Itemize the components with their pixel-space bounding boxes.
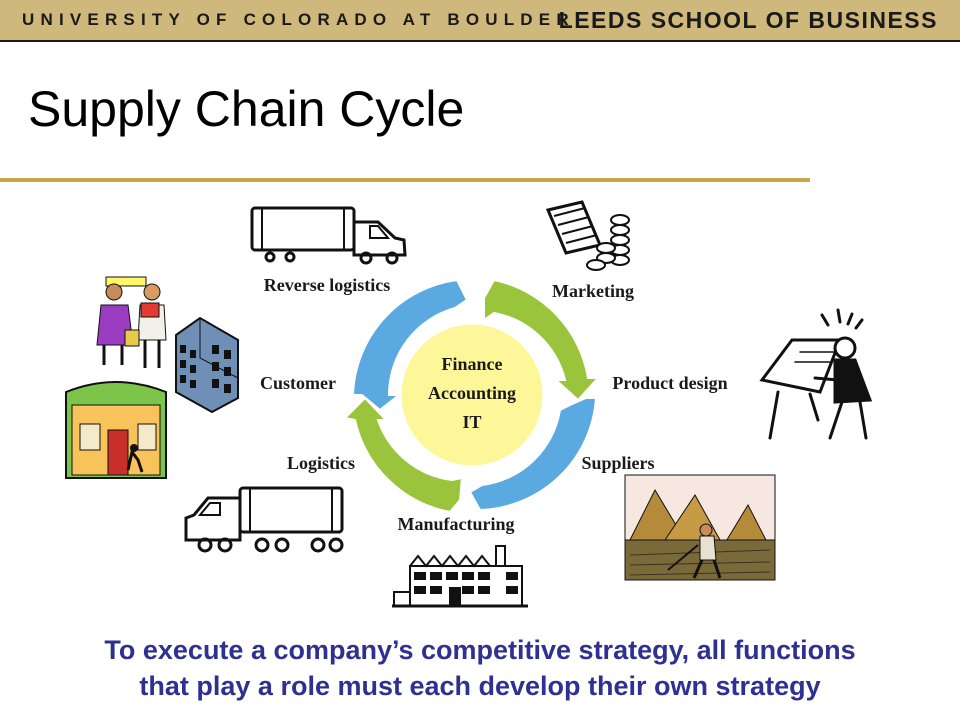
slide-title: Supply Chain Cycle	[28, 81, 465, 137]
label-product-design: Product design	[612, 373, 727, 393]
reverse-logistics-truck-icon	[250, 206, 407, 265]
money-icon	[545, 200, 630, 271]
cycle-arrow-bottom-left	[342, 396, 464, 514]
university-name: UNIVERSITY OF COLORADO AT BOULDER	[22, 10, 575, 29]
center-line-it: IT	[462, 412, 481, 432]
farmer-icon	[624, 474, 776, 581]
school-name: LEEDS SCHOOL OF BUSINESS	[558, 7, 938, 33]
label-reverse-logistics: Reverse logistics	[264, 275, 390, 295]
title-rule	[0, 178, 810, 182]
footer-line-1: To execute a company’s competitive strat…	[104, 635, 856, 665]
center-line-accounting: Accounting	[428, 383, 516, 403]
cycle-arrow-bottom-right	[468, 397, 598, 512]
label-suppliers: Suppliers	[581, 453, 654, 473]
center-line-finance: Finance	[442, 354, 503, 374]
header-banner: UNIVERSITY OF COLORADO AT BOULDER LEEDS …	[0, 0, 960, 42]
logistics-truck-icon	[184, 486, 344, 553]
shoppers-icon	[96, 276, 167, 368]
cycle-arrow-top-right	[483, 278, 601, 402]
office-building-icon	[175, 316, 239, 414]
footer-line-2: that play a role must each develop their…	[139, 671, 821, 701]
designer-drafting-icon	[759, 308, 873, 440]
store-front-icon	[65, 381, 167, 479]
cycle-ring	[342, 278, 601, 514]
center-circle	[398, 321, 546, 469]
footer-statement: To execute a company’s competitive strat…	[0, 632, 960, 704]
label-manufacturing: Manufacturing	[398, 514, 515, 534]
label-customer: Customer	[260, 373, 336, 393]
cycle-arrow-top-left	[351, 278, 469, 412]
factory-icon	[392, 545, 528, 608]
label-marketing: Marketing	[552, 281, 634, 301]
label-logistics: Logistics	[287, 453, 355, 473]
